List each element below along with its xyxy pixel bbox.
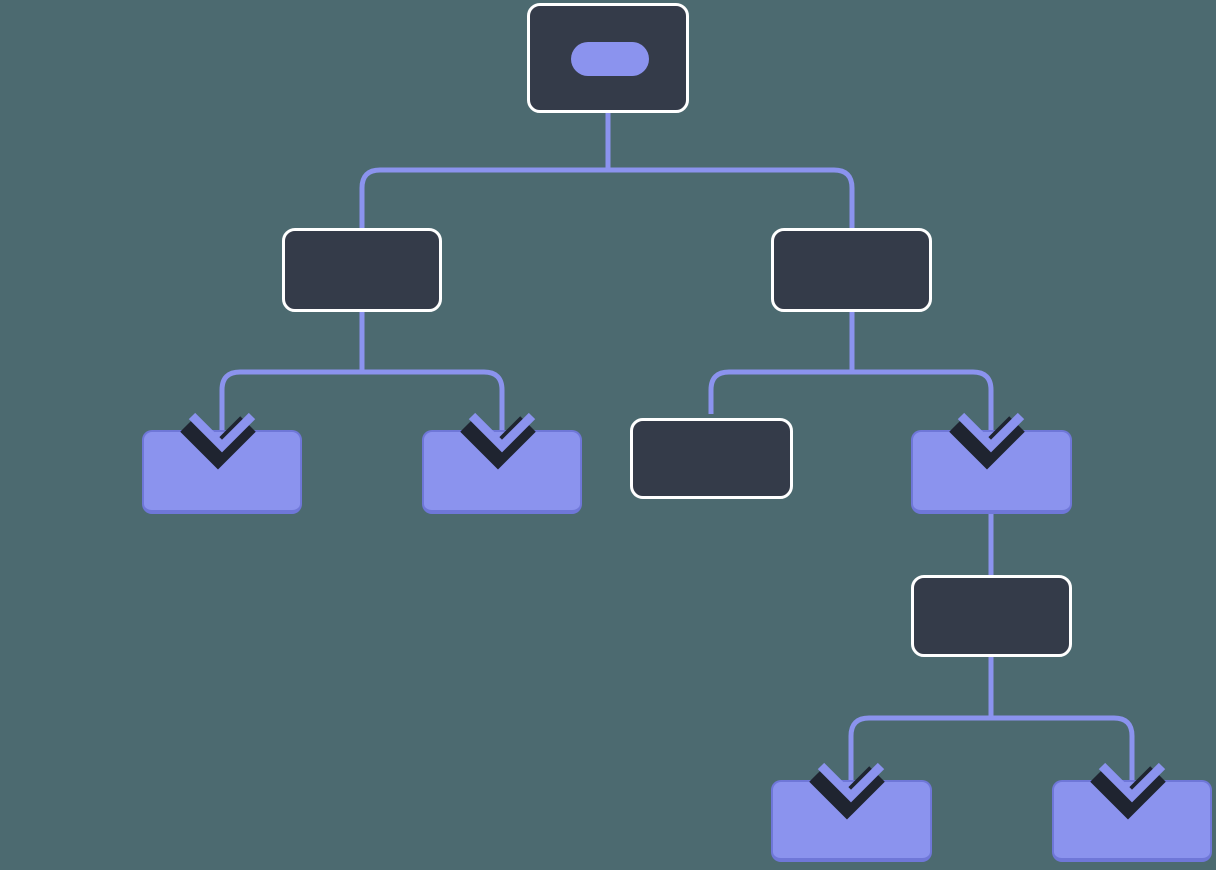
node-root[interactable] <box>527 3 689 113</box>
node-l5-b[interactable] <box>1052 780 1212 862</box>
edge-root-to-l2-right <box>608 167 855 228</box>
node-l2-left[interactable] <box>282 228 442 312</box>
node-l3-d[interactable] <box>911 430 1072 514</box>
node-l3-b[interactable] <box>422 430 582 514</box>
edge-l2-right-to-l3-c <box>708 369 852 414</box>
root-pill-glyph <box>571 42 649 76</box>
node-l2-right[interactable] <box>771 228 932 312</box>
node-l5-a[interactable] <box>771 780 932 862</box>
node-l4[interactable] <box>911 575 1072 657</box>
edge-root-to-l2-left <box>359 167 608 228</box>
node-l3-a[interactable] <box>142 430 302 514</box>
node-l3-c[interactable] <box>630 418 793 499</box>
